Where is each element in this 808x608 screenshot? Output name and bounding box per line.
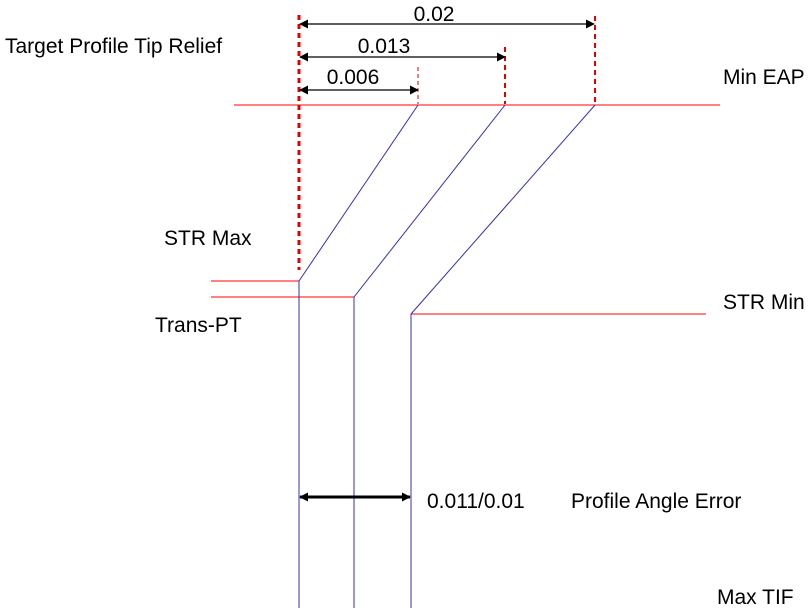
label-0-02: 0.02 [414,3,455,26]
label-profile-angle-error: Profile Angle Error [571,490,741,513]
label-0-006: 0.006 [327,66,380,89]
label-0-013: 0.013 [358,35,411,58]
label-trans-pt: Trans-PT [155,314,242,337]
label-max-tif: Max TIF [717,586,794,608]
label-min-eap: Min EAP [723,66,805,89]
label-str-min: STR Min [723,291,805,314]
label-str-max: STR Max [164,227,252,250]
label-target-profile: Target Profile Tip Relief [5,35,222,58]
label-angle-error-value: 0.011/0.01 [427,490,525,513]
profile-line-1 [298,104,419,608]
profile-line-3 [410,104,596,608]
profile-line-2 [353,104,506,608]
